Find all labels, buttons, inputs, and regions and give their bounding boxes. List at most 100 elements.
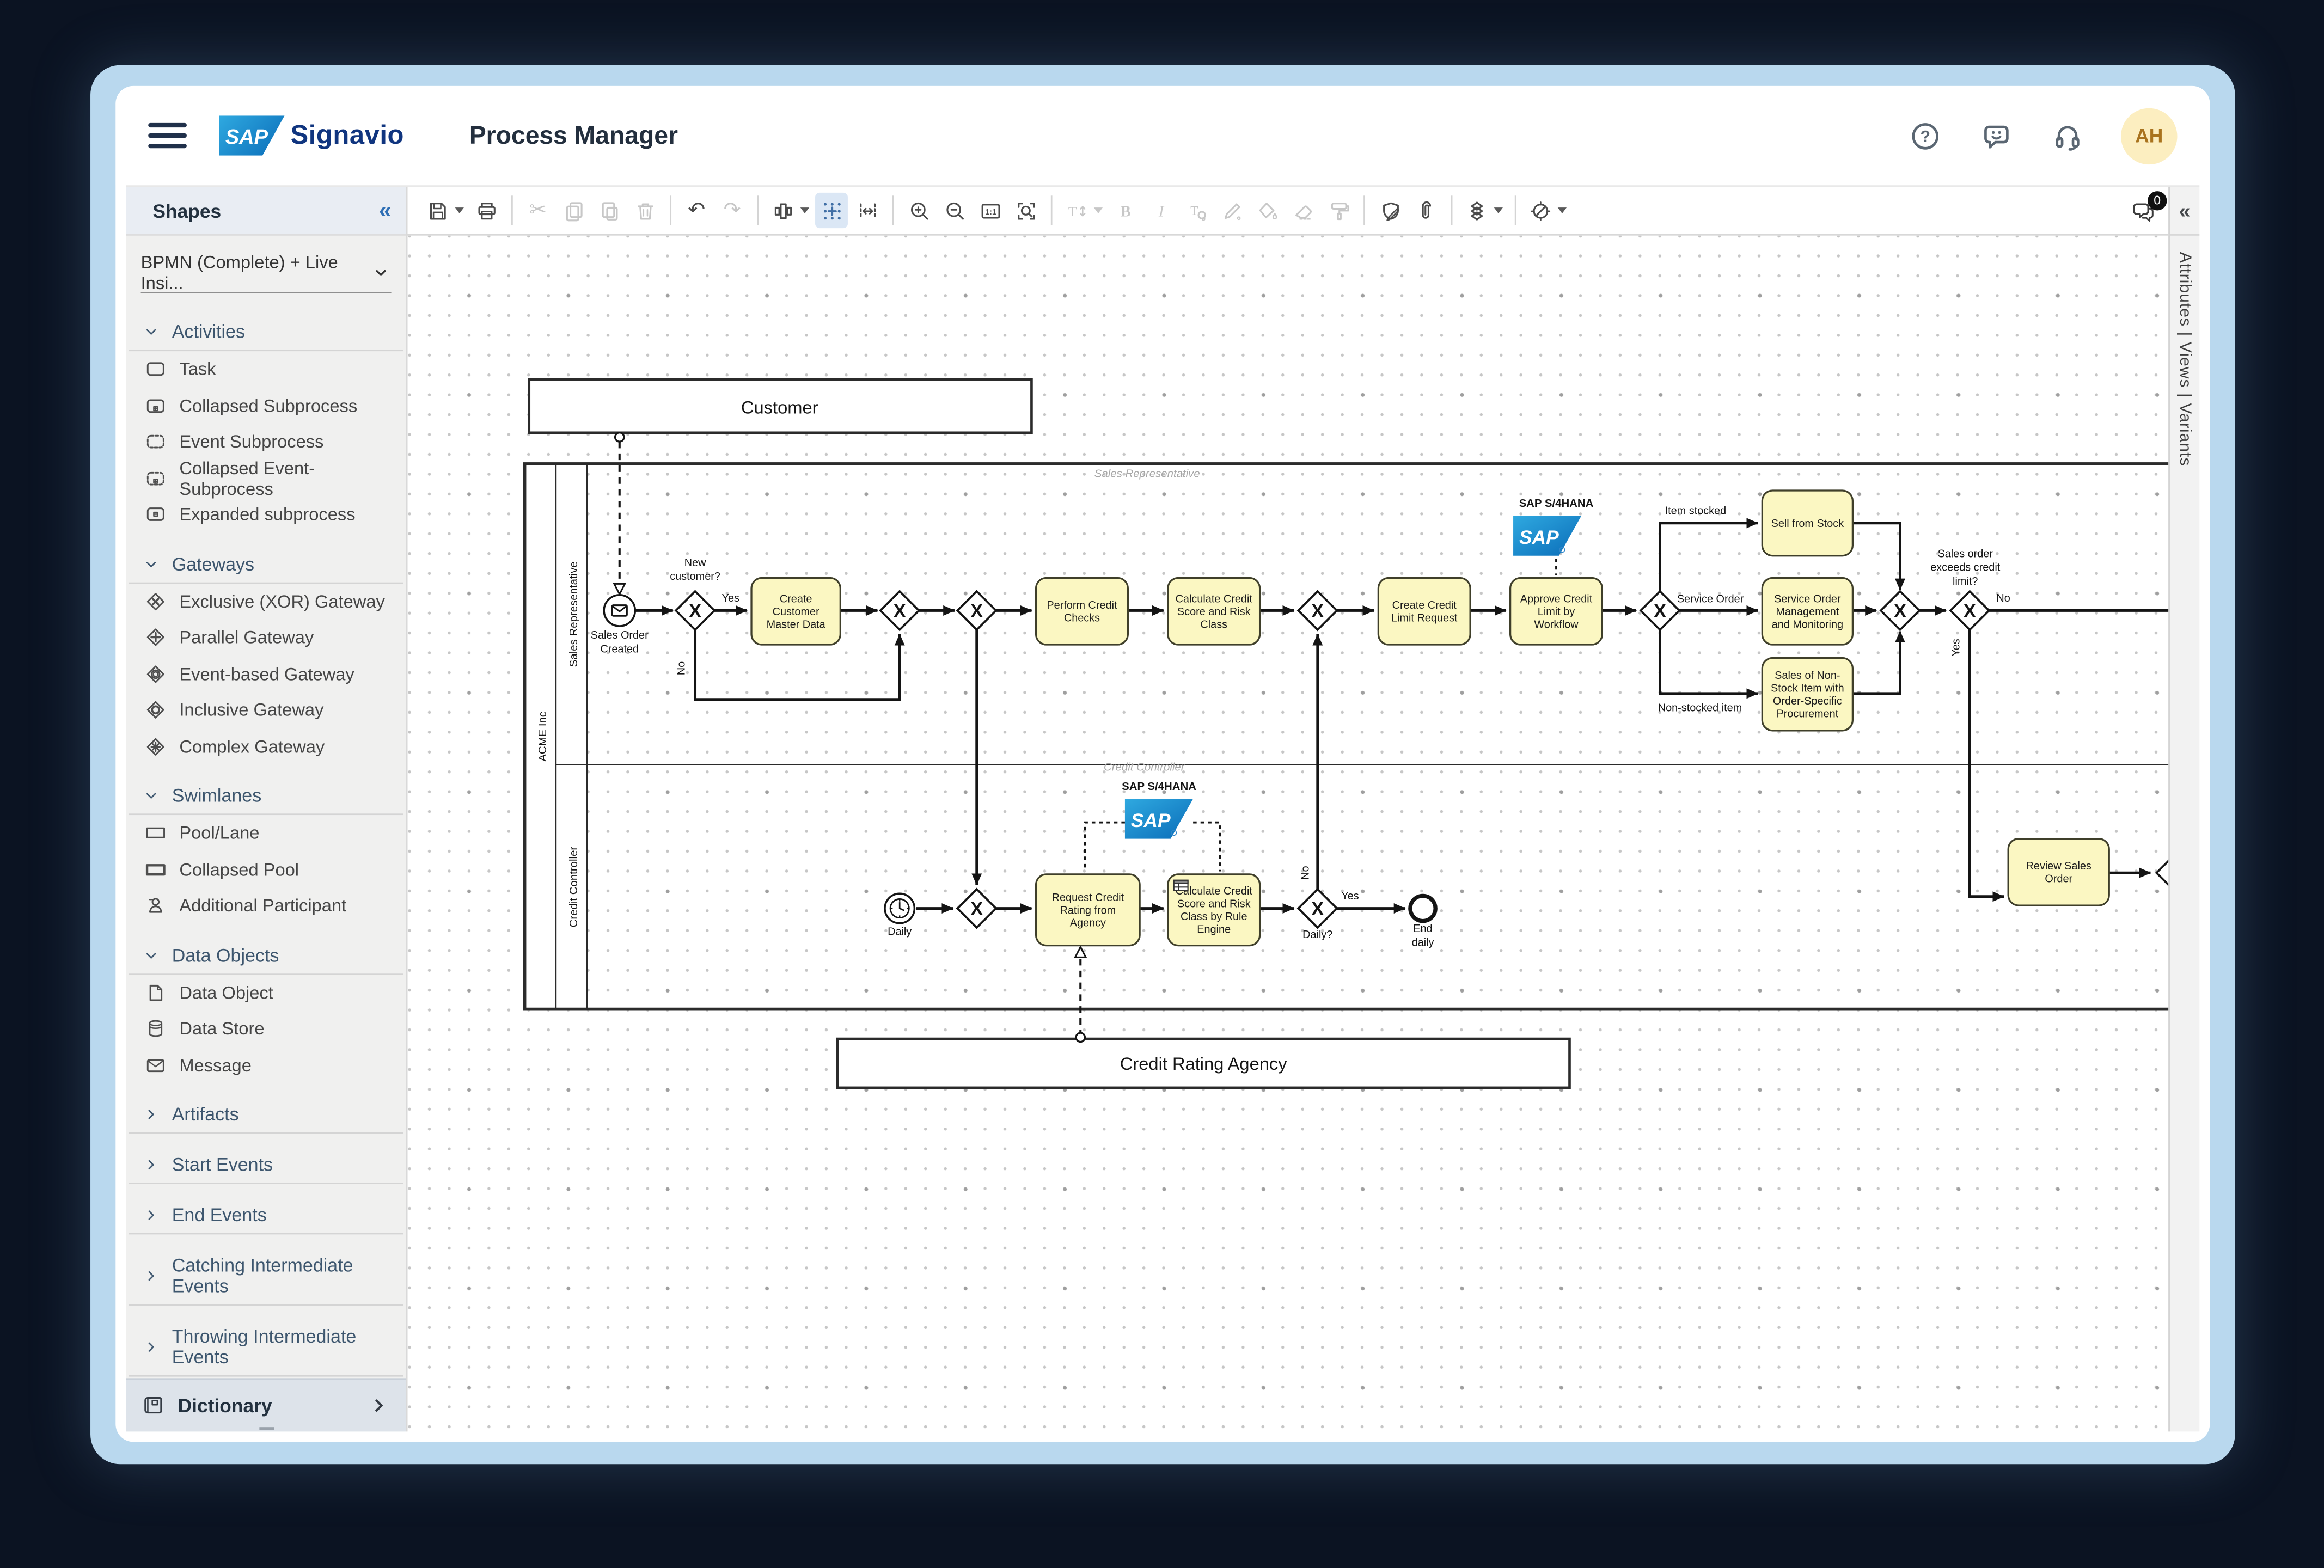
toolbar-zoom-out-button[interactable] xyxy=(938,193,971,228)
feedback-icon[interactable] xyxy=(1979,118,2014,153)
right-panel-tabs[interactable]: Attributes | Views | Variants xyxy=(2175,252,2194,467)
sidebar-section-swimlanes[interactable]: Swimlanes xyxy=(126,778,406,813)
toolbar-print-button[interactable] xyxy=(470,193,503,228)
sidebar-item-task[interactable]: Task xyxy=(126,351,406,388)
bpmn-xor-gateway[interactable]: X xyxy=(1949,590,1991,632)
bpmn-pool-credit-rating-agency[interactable]: Credit Rating Agency xyxy=(836,1037,1571,1089)
avatar[interactable]: AH xyxy=(2121,107,2178,164)
sequence-flow[interactable] xyxy=(1659,629,1759,699)
sidebar-item-collapsed-pool[interactable]: Collapsed Pool xyxy=(126,852,406,888)
sequence-flow[interactable] xyxy=(1852,522,1906,591)
toolbar-zoom-in-button[interactable] xyxy=(903,193,935,228)
sidebar-item-inclusive-gateway[interactable]: Inclusive Gateway xyxy=(126,692,406,728)
sidebar-section-catching-intermediate-events[interactable]: Catching Intermediate Events xyxy=(126,1248,406,1304)
sidebar-item-data-object[interactable]: Data Object xyxy=(126,975,406,1011)
svg-text:Limit by: Limit by xyxy=(1538,606,1575,618)
sidebar-section-activities[interactable]: Activities xyxy=(126,314,406,350)
toolbar-layers-button[interactable] xyxy=(1461,193,1506,228)
sequence-flow[interactable] xyxy=(1968,629,2005,902)
bpmn-xor-gateway[interactable]: X xyxy=(956,590,998,632)
toolbar-toggle-grid-button[interactable] xyxy=(815,192,848,229)
message-flow[interactable] xyxy=(1074,945,1087,1043)
toolbar-zoom-to-selection-button[interactable] xyxy=(1010,193,1042,228)
bpmn-xor-gateway[interactable]: X xyxy=(1879,590,1921,632)
sidebar-section-start-events[interactable]: Start Events xyxy=(126,1147,406,1183)
task-icon xyxy=(146,363,164,376)
bpmn-end-event[interactable] xyxy=(1408,893,1438,923)
svg-text:Daily: Daily xyxy=(888,926,912,938)
menu-icon[interactable] xyxy=(148,117,187,155)
support-icon[interactable] xyxy=(2050,118,2085,153)
bpmn-xor-gateway[interactable]: X xyxy=(1296,887,1338,929)
sidebar-item-parallel-gateway[interactable]: Parallel Gateway xyxy=(126,620,406,656)
sidebar-section-end-events[interactable]: End Events xyxy=(126,1197,406,1233)
sidebar-item-expanded-subprocess[interactable]: Expanded subprocess xyxy=(126,497,406,533)
sidebar-section-gateways[interactable]: Gateways xyxy=(126,546,406,581)
sidebar-item-exclusive-xor-gateway[interactable]: Exclusive (XOR) Gateway xyxy=(126,583,406,620)
sidebar-section-data-objects[interactable]: Data Objects xyxy=(126,938,406,973)
bpmn-xor-gateway[interactable]: X xyxy=(956,887,998,929)
sidebar-item-collapsed-subprocess[interactable]: Collapsed Subprocess xyxy=(126,388,406,424)
resize-grip[interactable] xyxy=(258,1427,274,1430)
toolbar-overlays-button[interactable] xyxy=(1525,193,1570,228)
sequence-flow[interactable] xyxy=(1659,518,1759,592)
comments-icon[interactable]: 0 xyxy=(2130,190,2167,224)
svg-text:SAP: SAP xyxy=(1131,810,1171,831)
bpmn-start-event-timer[interactable] xyxy=(884,892,916,924)
dictionary-bar[interactable]: Dictionary xyxy=(126,1378,406,1432)
toolbar-attachments-button[interactable] xyxy=(1410,193,1442,228)
sidebar-section-artifacts[interactable]: Artifacts xyxy=(126,1097,406,1132)
help-icon[interactable]: ? xyxy=(1907,118,1943,153)
bpmn-xor-gateway[interactable]: X xyxy=(674,590,716,632)
sidebar-item-collapsed-event-subprocess[interactable]: Collapsed Event-Subprocess xyxy=(126,457,406,499)
sidebar-item-data-store[interactable]: Data Store xyxy=(126,1010,406,1047)
sidebar-item-additional-participant[interactable]: Additional Participant xyxy=(126,887,406,924)
sidebar-item-event-based-gateway[interactable]: Event-based Gateway xyxy=(126,656,406,692)
sequence-flow[interactable] xyxy=(694,629,905,701)
sidebar-item-complex-gateway[interactable]: Complex Gateway xyxy=(126,728,406,765)
sequence-flow[interactable] xyxy=(1852,630,1906,695)
association[interactable] xyxy=(1193,821,1221,872)
collapse-right-panel-icon[interactable]: « xyxy=(2169,187,2200,236)
svg-text:Credit Controller: Credit Controller xyxy=(568,847,580,928)
bpmn-xor-gateway[interactable]: X xyxy=(879,590,921,632)
bpmn-start-event-message[interactable] xyxy=(603,594,637,627)
toolbar-alignment-button[interactable] xyxy=(768,193,812,228)
bpmn-xor-gateway[interactable]: X xyxy=(1639,590,1681,632)
bpmn-xor-gateway[interactable]: X xyxy=(2155,854,2169,892)
svg-text:X: X xyxy=(1311,601,1324,621)
toolbar-save-button[interactable] xyxy=(423,193,467,228)
sidebar-item-message[interactable]: Message xyxy=(126,1047,406,1083)
flow-label: Service Order xyxy=(1677,593,1744,605)
toolbar-undo-button[interactable]: ↶ xyxy=(688,198,706,223)
bpmn-xor-gateway[interactable]: X xyxy=(1296,590,1338,632)
message-flow[interactable] xyxy=(613,432,627,596)
collapse-shapes-panel-icon[interactable]: « xyxy=(378,198,392,223)
copy-icon xyxy=(565,201,582,221)
sidebar-item-pool-lane[interactable]: Pool/Lane xyxy=(126,815,406,852)
association[interactable] xyxy=(1084,821,1125,872)
bpmn-task-sales-of-non-stock-item-with-order-specific-procurement[interactable]: Sales of Non-Stock Item withOrder-Specif… xyxy=(1761,657,1854,732)
bpmn-task-sell-from-stock[interactable]: Sell from Stock xyxy=(1761,489,1854,557)
toolbar-zoom-actual-size-button[interactable]: 1:1 xyxy=(974,193,1006,228)
stencil-set-dropdown[interactable]: BPMN (Complete) + Live Insi... xyxy=(140,252,392,293)
toolbar-space-horizontally-button[interactable] xyxy=(851,193,883,228)
sidebar-section-throwing-intermediate-events[interactable]: Throwing Intermediate Events xyxy=(126,1319,406,1375)
bpmn-pool-customer[interactable]: Customer xyxy=(528,378,1033,434)
sidebar-item-event-subprocess[interactable]: Event Subprocess xyxy=(126,424,406,460)
flow-label: No xyxy=(1299,866,1311,880)
toolbar-syntax-check-button[interactable] xyxy=(1374,193,1406,228)
